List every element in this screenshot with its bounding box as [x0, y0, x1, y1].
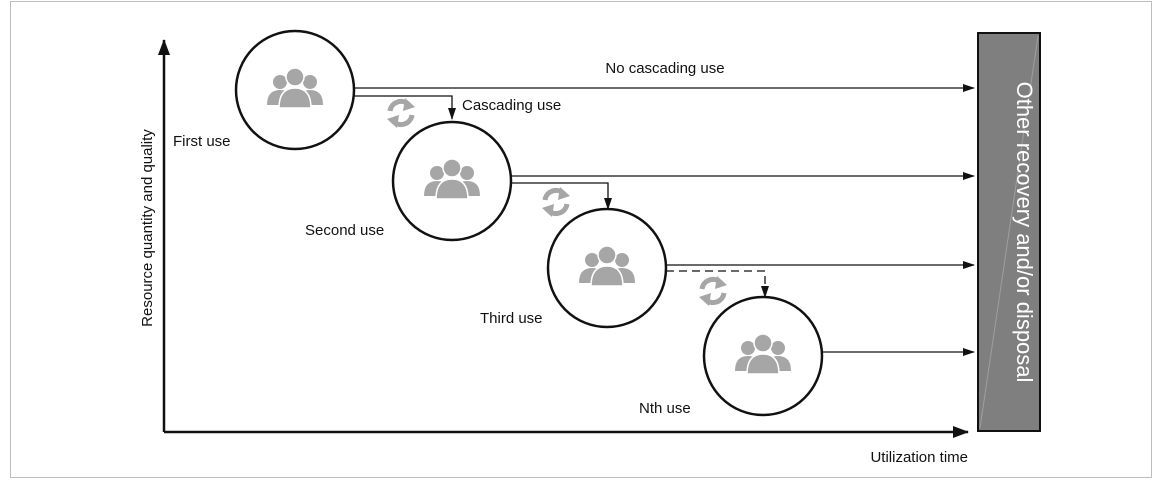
no-cascading-use-label: No cascading use [605, 60, 724, 77]
figure-frame [10, 1, 1152, 478]
use-label-third: Third use [480, 310, 543, 327]
recycle-arrows-icon [387, 98, 415, 128]
use-label-second: Second use [305, 222, 384, 239]
cascade-arrow-1 [354, 95, 456, 120]
cascade-arrow-3-dashed [666, 270, 769, 298]
recycle-arrows-icon [542, 187, 570, 217]
cascade-arrow-2 [511, 182, 612, 210]
cascading-use-label: Cascading use [462, 97, 561, 114]
y-axis-label: Resource quantity and quality [139, 129, 156, 327]
use-label-first: First use [173, 133, 231, 150]
first-use-node [234, 29, 356, 151]
use-label-nth: Nth use [639, 400, 691, 417]
disposal-box-label: Other recovery and/or disposal [1012, 82, 1037, 383]
disposal-box: Other recovery and/or disposal [977, 32, 1041, 432]
recycle-arrows-icon [699, 276, 727, 306]
third-use-node [546, 207, 668, 329]
second-use-node [391, 120, 513, 242]
disposal-box-diagonal [979, 35, 1039, 429]
nth-use-node [702, 295, 824, 417]
x-axis-label: Utilization time [870, 449, 968, 466]
